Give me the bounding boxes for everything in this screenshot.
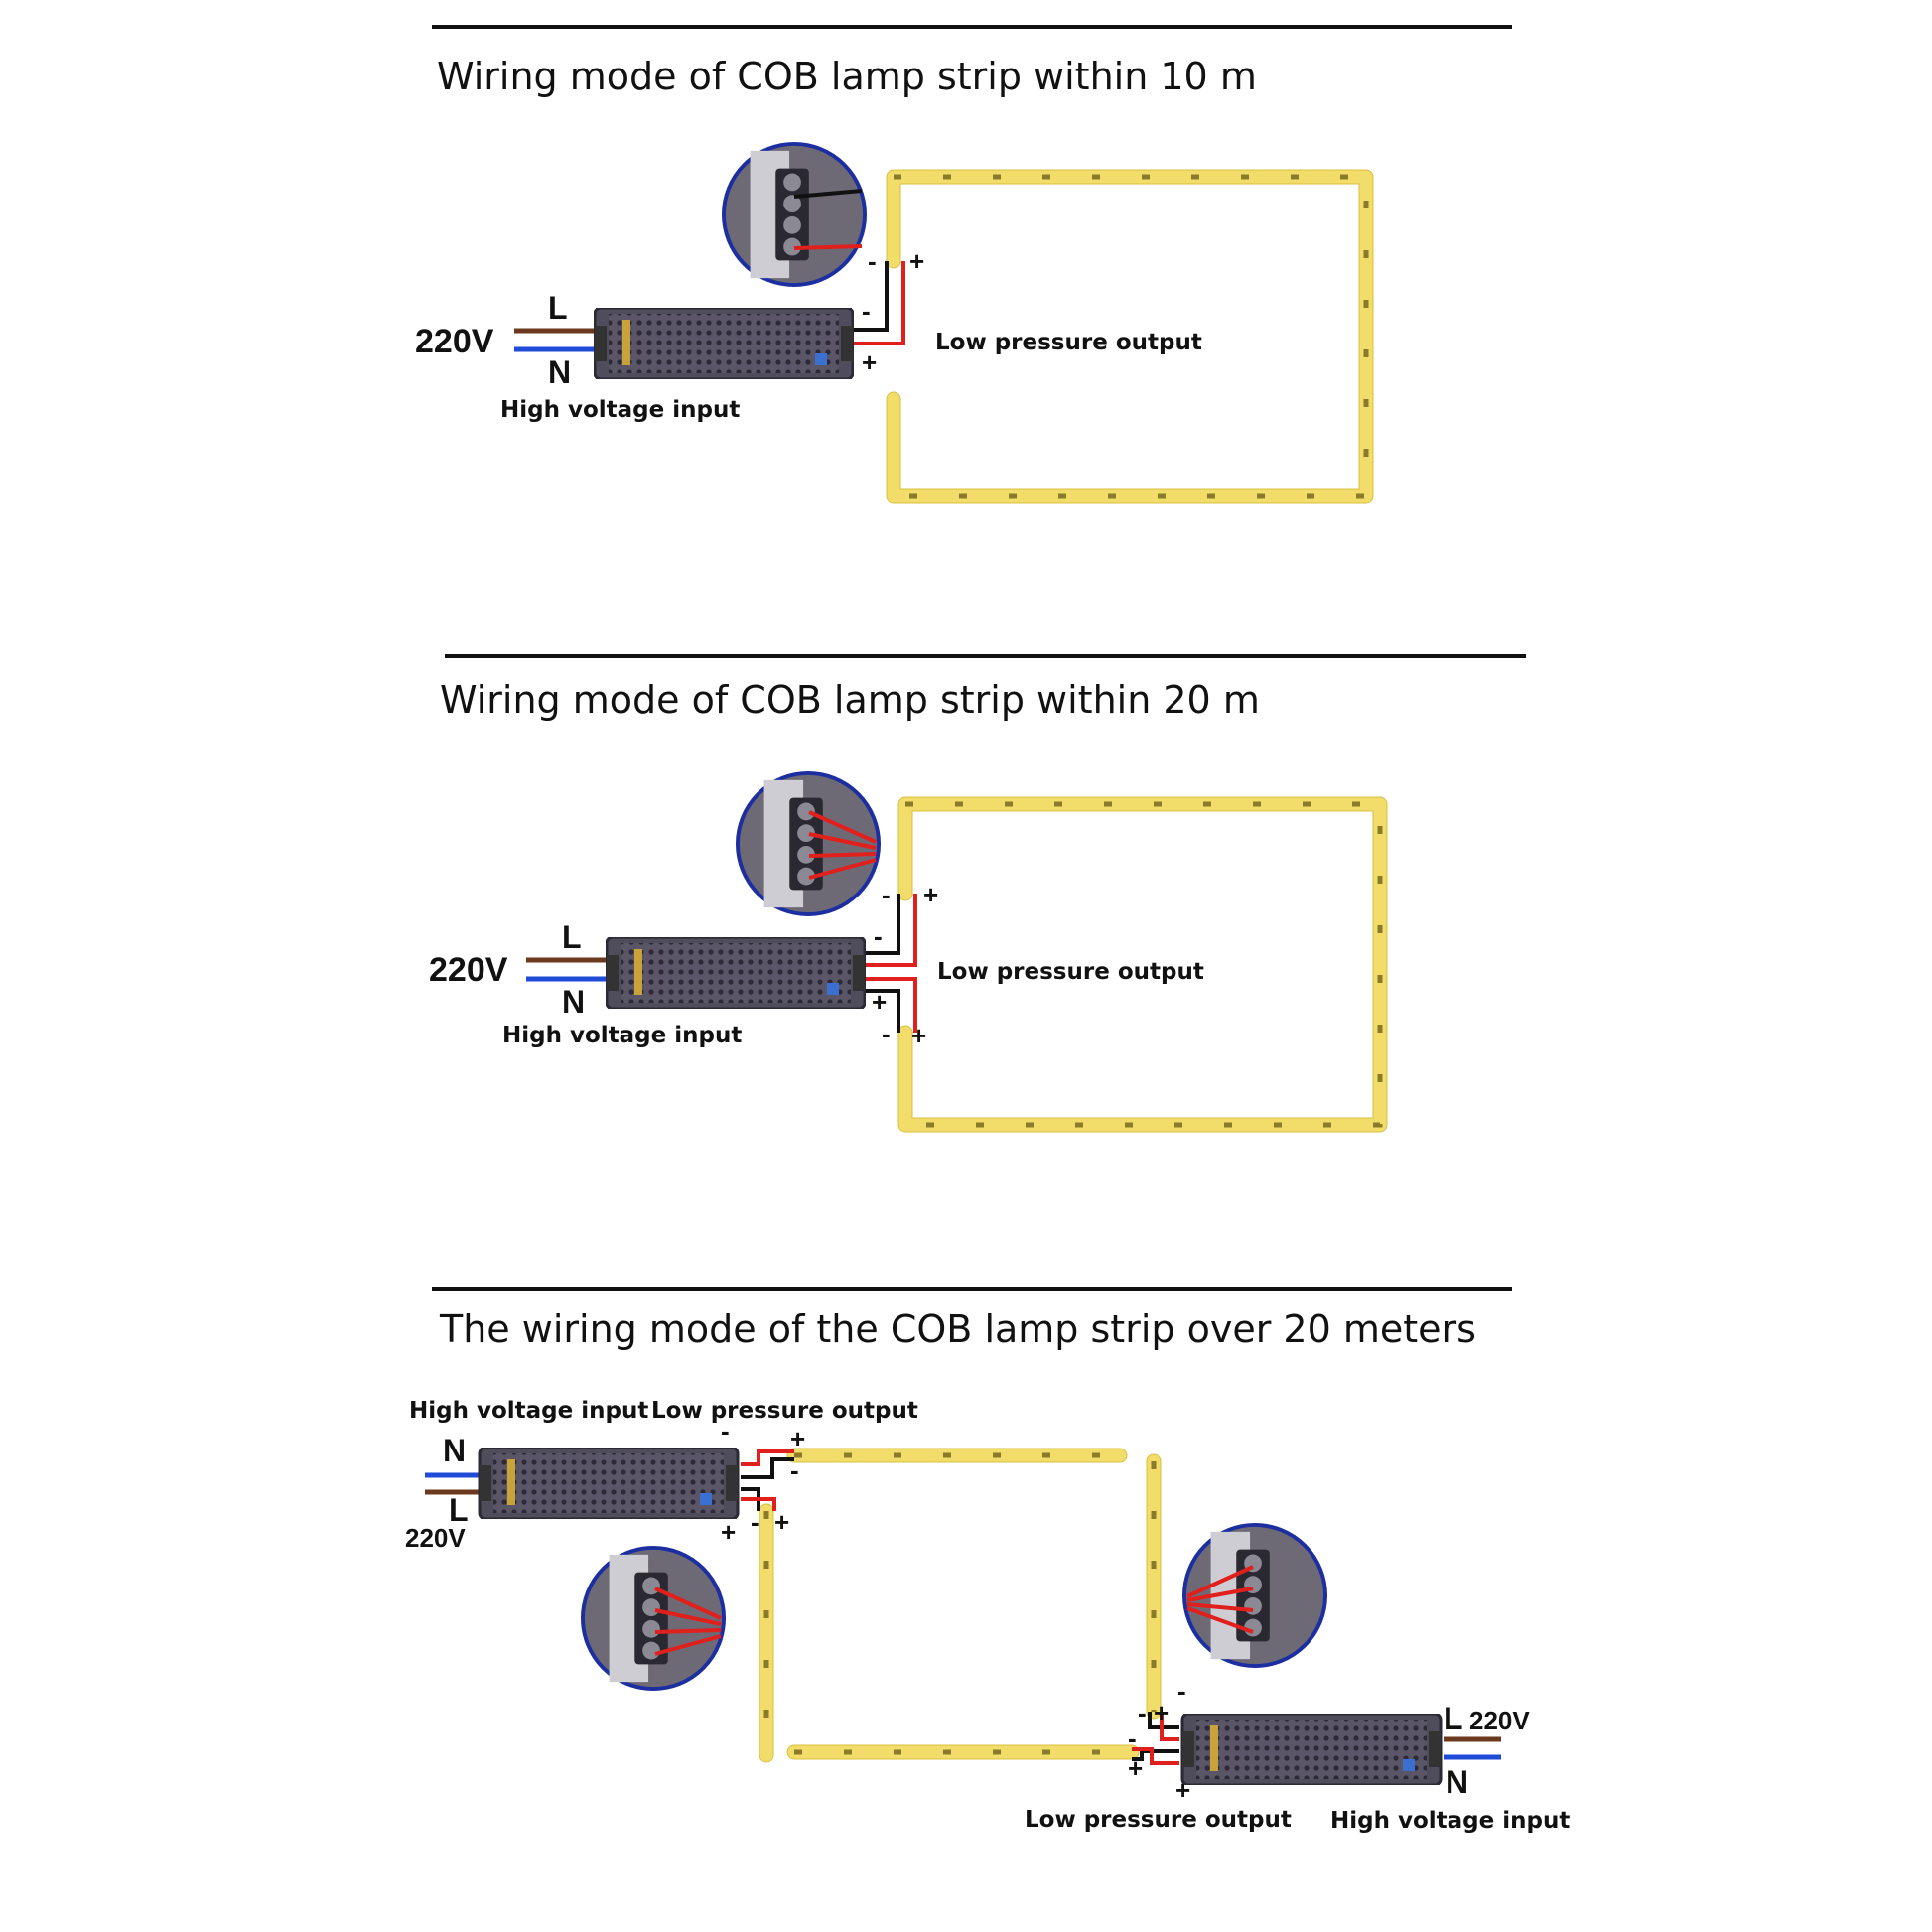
strip-minus-sign-top: -	[882, 880, 891, 909]
terminal-zoom-icon	[721, 141, 868, 288]
high-voltage-label: High voltage input	[502, 1023, 742, 1048]
negative-output-wire-side	[741, 1487, 760, 1511]
power-supply-icon-right	[1180, 1714, 1443, 1785]
neutral-label: N	[443, 1433, 466, 1468]
power-supply-icon	[478, 1448, 740, 1519]
strip-plus-sign-right: +	[1154, 1698, 1169, 1727]
input-voltage: 220V	[429, 951, 508, 989]
minus-sign: -	[721, 1416, 730, 1446]
positive-output-wire	[854, 261, 905, 345]
negative-output-wire-top	[741, 1457, 794, 1479]
negative-output-wire-bottom	[866, 989, 900, 1033]
live-label: L	[562, 919, 582, 955]
drop-plus-sign: +	[774, 1507, 789, 1537]
zoom-positive-wire-r3	[1186, 1602, 1254, 1612]
power-supply-icon	[606, 937, 866, 1009]
section-within-20m: Wiring mode of COB lamp strip within 20 …	[429, 654, 1526, 1133]
zoom-positive-wire-r2	[1186, 1587, 1254, 1602]
neutral-label: N	[562, 984, 585, 1020]
input-voltage: 220V	[415, 323, 494, 360]
negative-output-wire	[854, 261, 889, 332]
plus-sign: +	[721, 1517, 736, 1547]
zoom-positive-wire-4	[654, 1634, 722, 1656]
cob-lamp-strip	[898, 797, 1387, 1132]
section-title: Wiring mode of COB lamp strip within 20 …	[440, 678, 1260, 722]
plus-sign-right: +	[1175, 1775, 1190, 1805]
zoom-positive-wire-1	[808, 810, 877, 844]
input-voltage-right: 220V	[1469, 1706, 1530, 1735]
plus-sign: +	[862, 347, 877, 377]
live-label: L	[548, 290, 568, 326]
zoom-positive-wire-4	[808, 858, 877, 880]
zoom-negative-wire	[793, 189, 863, 199]
negative-output-wire-right	[1148, 1712, 1179, 1729]
low-pressure-label-right: Low pressure output	[1025, 1807, 1292, 1833]
low-pressure-label: Low pressure output	[935, 330, 1202, 355]
minus-sign-right: -	[1177, 1676, 1186, 1706]
zoom-positive-wire	[793, 244, 863, 250]
low-pressure-label: Low pressure output	[651, 1398, 918, 1424]
strip-minus-sign-bottom: -	[882, 1019, 891, 1048]
section-over-20m: The wiring mode of the COB lamp strip ov…	[405, 1287, 1570, 1834]
strip-minus-sign-right: -	[1138, 1698, 1147, 1727]
terminal-zoom-icon	[580, 1545, 727, 1692]
live-label: L	[449, 1492, 469, 1528]
strip-plus-sign-top: +	[923, 880, 938, 909]
low-pressure-label: Low pressure output	[937, 959, 1204, 985]
positive-output-wire-top	[741, 1449, 794, 1466]
cob-lamp-strip	[887, 170, 1373, 503]
negative-output-wire-top	[866, 894, 900, 955]
zoom-positive-wire-2	[654, 1608, 722, 1626]
neutral-label-right: N	[1446, 1764, 1468, 1800]
zoom-positive-wire-3	[808, 852, 877, 858]
zoom-positive-wire-2	[808, 832, 877, 850]
strip-minus-sign-bottom: -	[1128, 1724, 1137, 1753]
plus-sign: +	[872, 987, 887, 1017]
strip-minus-sign: -	[790, 1455, 799, 1485]
high-voltage-label: High voltage input	[500, 397, 740, 423]
input-voltage: 220V	[405, 1523, 466, 1553]
zoom-positive-wire-1	[654, 1587, 722, 1620]
section-within-10m: Wiring mode of COB lamp strip within 10 …	[415, 25, 1512, 504]
zoom-positive-wire-r4	[1186, 1606, 1254, 1634]
positive-output-wire-side	[741, 1497, 776, 1511]
positive-output-wire-bottom	[1132, 1747, 1179, 1765]
strip-minus-sign: -	[868, 246, 877, 276]
positive-output-wire-bottom	[866, 977, 917, 1033]
live-label-right: L	[1444, 1701, 1463, 1736]
zoom-positive-wire-r1	[1186, 1565, 1254, 1598]
minus-sign: -	[862, 296, 871, 326]
negative-output-wire-bottom	[1132, 1749, 1179, 1761]
section-title: The wiring mode of the COB lamp strip ov…	[439, 1308, 1476, 1351]
section-title: Wiring mode of COB lamp strip within 10 …	[437, 55, 1257, 98]
power-supply-icon	[594, 308, 854, 379]
positive-output-wire-right	[1160, 1712, 1179, 1741]
minus-sign: -	[874, 921, 883, 951]
neutral-label: N	[548, 354, 571, 390]
high-voltage-label-right: High voltage input	[1330, 1808, 1570, 1834]
zoom-positive-wire-3	[654, 1628, 722, 1634]
strip-plus-sign: +	[909, 246, 924, 276]
strip-plus-sign: +	[790, 1424, 805, 1453]
strip-plus-sign-bottom: +	[911, 1021, 926, 1050]
strip-plus-sign-bottom: +	[1128, 1753, 1143, 1783]
positive-output-wire-top	[866, 894, 917, 967]
drop-minus-sign: -	[751, 1507, 759, 1537]
high-voltage-label: High voltage input	[409, 1398, 648, 1424]
